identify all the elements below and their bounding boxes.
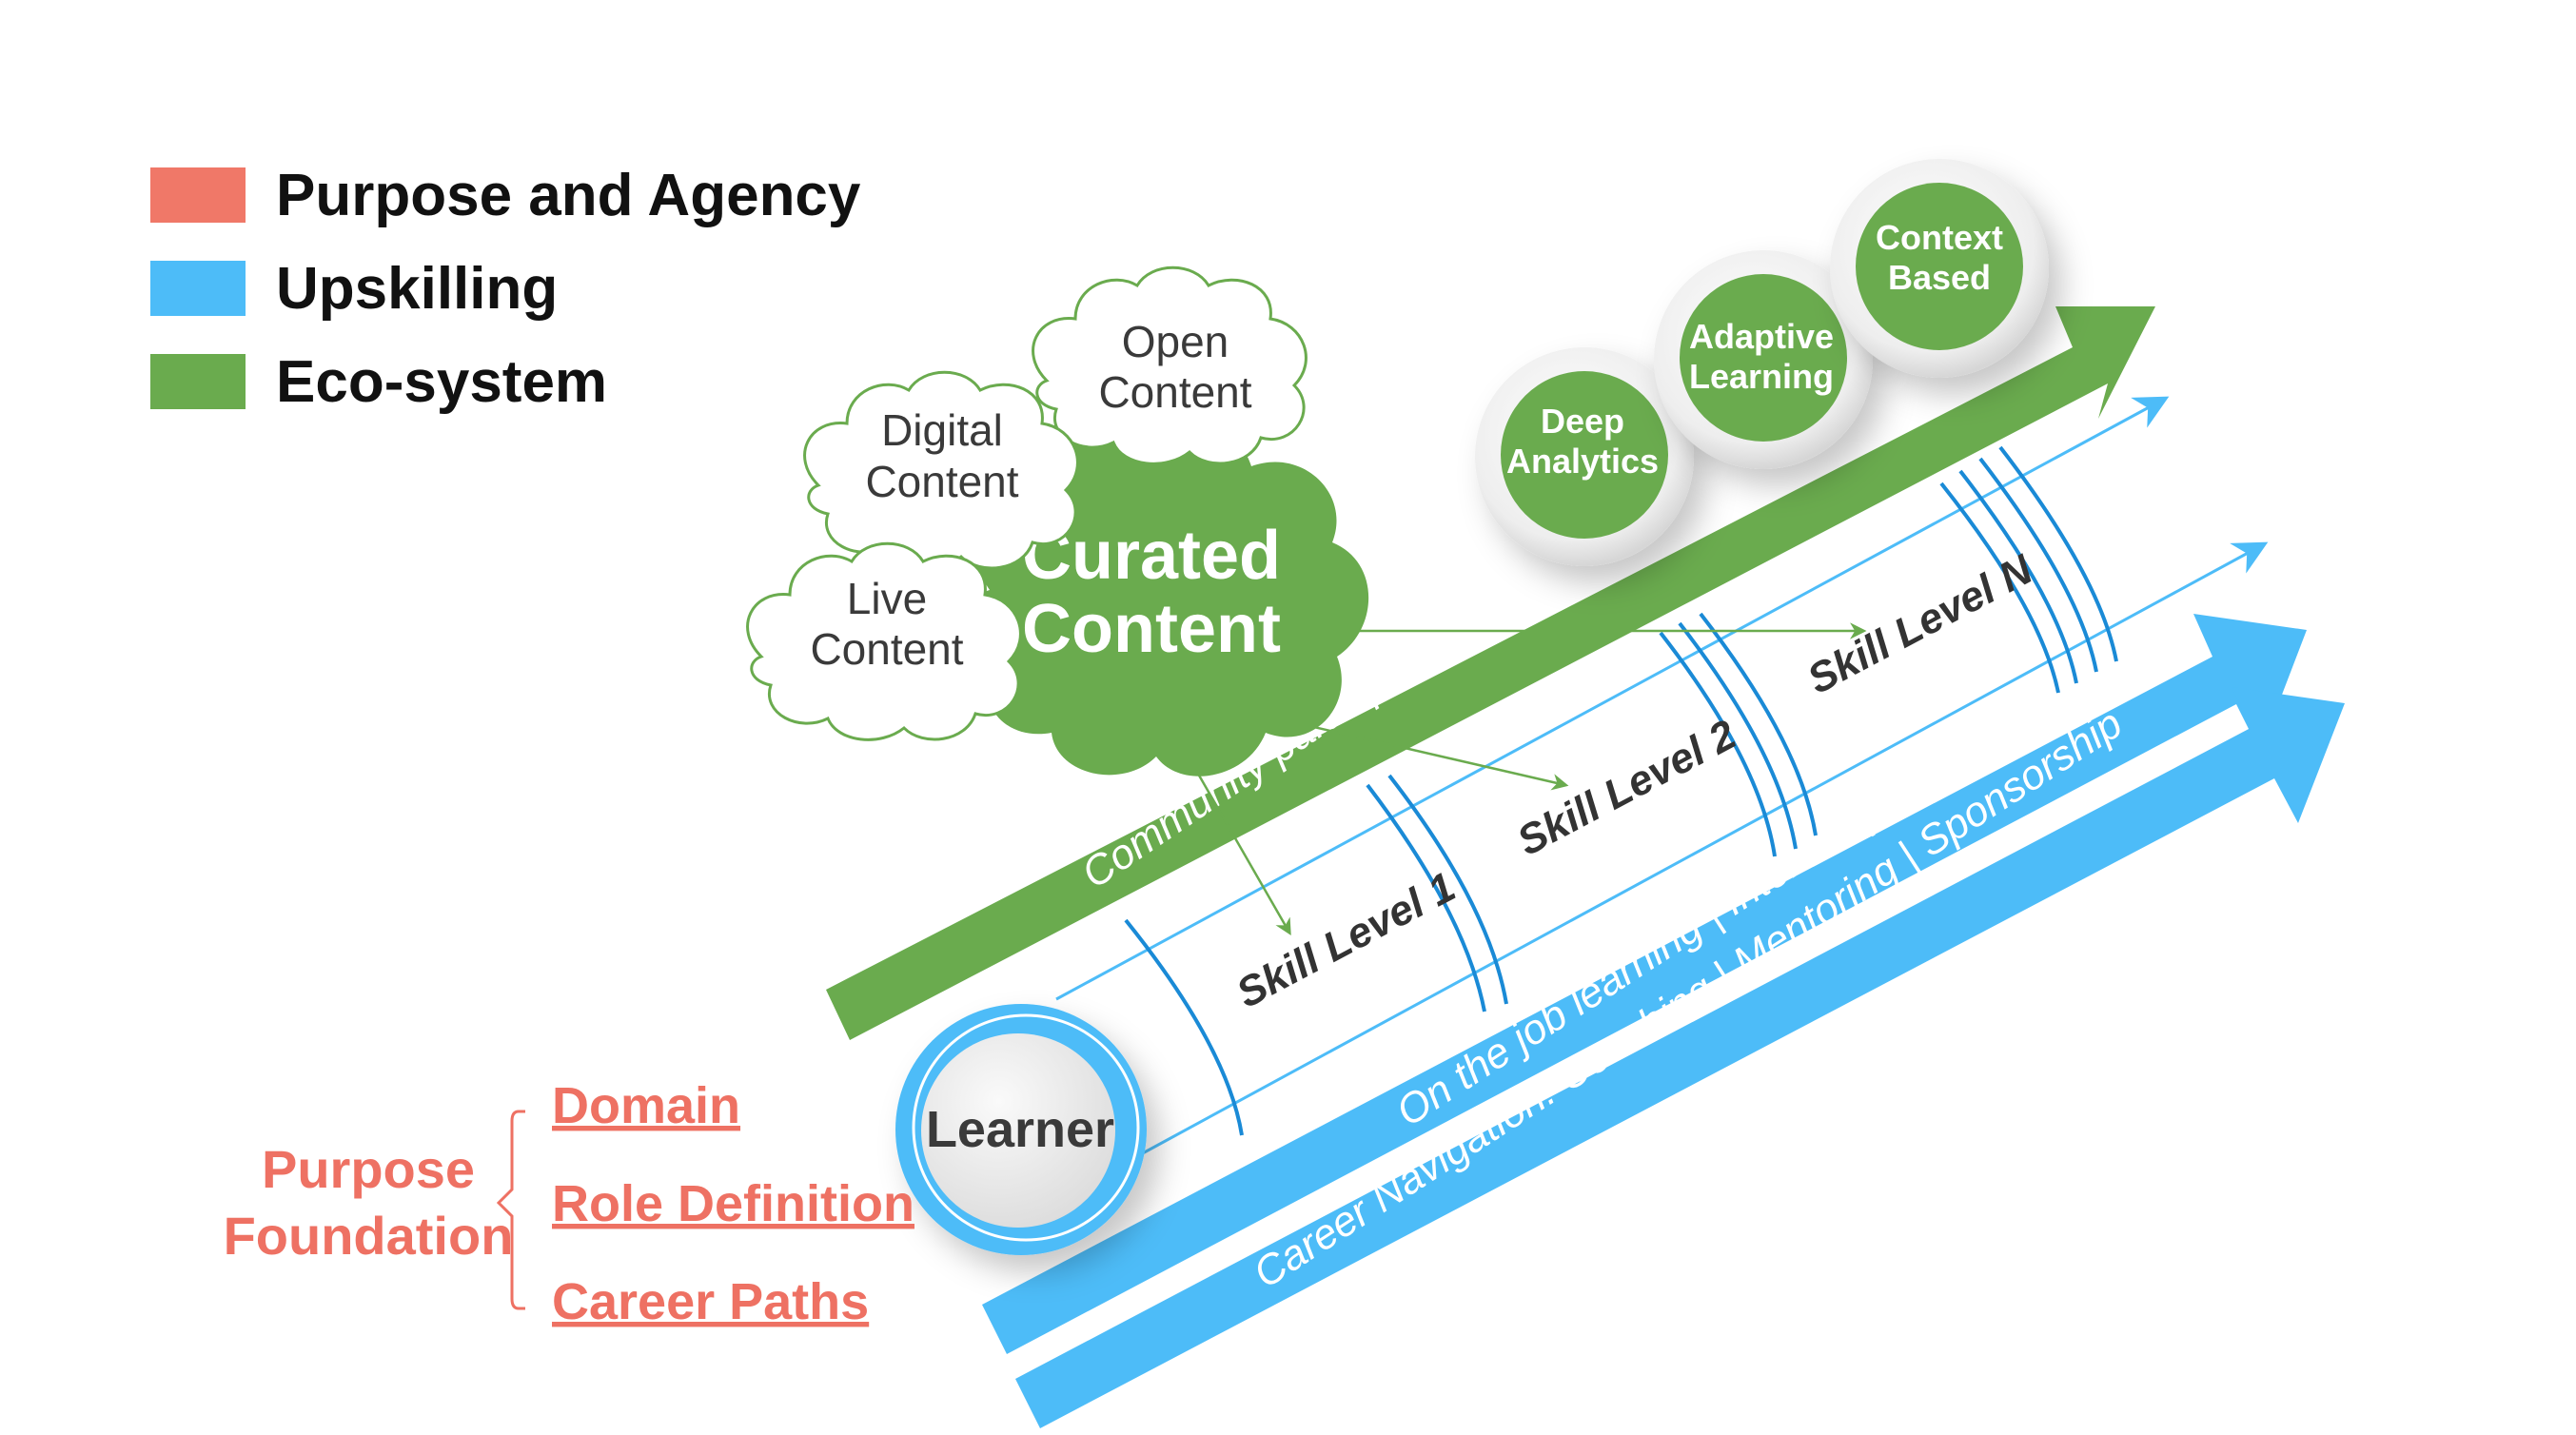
skill-arc-na [1939, 482, 2060, 694]
adaptive-learning-line2: Learning [1689, 357, 1834, 396]
career-navigation-arrow-shape [1015, 687, 2345, 1428]
skill-arc-nc [1978, 457, 2098, 673]
legend-item-ecosystem: Eco-system [150, 349, 607, 415]
skill-tube: Skill Level 1 Skill Level 2 Skill Level … [1055, 396, 2269, 1157]
legend-label-purpose: Purpose and Agency [276, 163, 861, 228]
digital-content-line2: Content [865, 457, 1018, 506]
context-based-line1: Context [1876, 218, 2003, 257]
live-cloud-shape [746, 541, 1022, 741]
community-arrow-shape [826, 306, 2155, 1040]
skill-arc-3c [1699, 612, 1818, 836]
skill-arc-nd [1998, 445, 2118, 662]
open-cloud-shape [1032, 265, 1308, 465]
skill-tube-top-line [1055, 396, 2170, 1001]
skill-arc-nb [1958, 469, 2078, 684]
skill-arc-1 [1124, 918, 1244, 1136]
learner-node: Learner [895, 1004, 1147, 1255]
learner-core [921, 1033, 1115, 1228]
career-paths-link[interactable]: Career Paths [552, 1273, 869, 1330]
digital-content-cloud: Digital Content [803, 370, 1079, 570]
skill-tube-bottom-line [1138, 541, 2269, 1157]
role-definition-link[interactable]: Role Definition [552, 1175, 914, 1232]
skill-arc-2b [1387, 774, 1508, 1005]
context-based-core [1856, 183, 2023, 350]
tech-circles: Deep Analytics Adaptive Learning Context… [1475, 159, 2049, 566]
legend-label-ecosystem: Eco-system [276, 349, 607, 415]
tech-circle-adaptive-learning: Adaptive Learning [1654, 250, 1873, 469]
purpose-foundation-title-line1: Purpose [262, 1139, 475, 1199]
digital-content-line1: Digital [881, 405, 1003, 455]
adaptive-learning-line1: Adaptive [1689, 317, 1834, 356]
legend-label-upskilling: Upskilling [276, 256, 558, 322]
tech-circle-deep-analytics: Deep Analytics [1475, 347, 1694, 566]
live-content-line1: Live [847, 574, 927, 623]
skill-arc-3a [1659, 631, 1777, 857]
learner-inner-highlight [912, 1013, 1140, 1242]
purpose-foundation-brace [496, 1110, 525, 1310]
legend-swatch-upskilling [150, 261, 246, 316]
open-content-line1: Open [1122, 317, 1229, 366]
context-based-line2: Based [1888, 258, 1991, 297]
legend-item-purpose: Purpose and Agency [150, 163, 861, 228]
content-clouds: Curated Content Open Content Digital Con… [746, 265, 1369, 776]
legend: Purpose and Agency Upskilling Eco-system [150, 163, 861, 415]
open-content-line2: Content [1098, 367, 1251, 417]
deep-analytics-line1: Deep [1541, 402, 1624, 441]
deep-analytics-core [1501, 371, 1668, 539]
domain-link[interactable]: Domain [552, 1077, 740, 1134]
live-content-line2: Content [810, 624, 963, 674]
on-the-job-arrow-shape [982, 614, 2307, 1354]
legend-swatch-purpose [150, 167, 246, 223]
purpose-foundation: Purpose Foundation Domain Role Definitio… [224, 1077, 914, 1330]
skill-arc-3b [1678, 621, 1798, 850]
legend-swatch-ecosystem [150, 354, 246, 409]
legend-item-upskilling: Upskilling [150, 256, 558, 322]
purpose-foundation-title-line2: Foundation [224, 1206, 514, 1266]
deep-analytics-line2: Analytics [1506, 442, 1659, 481]
adaptive-learning-core [1680, 274, 1847, 442]
curated-content-line2: Content [1022, 591, 1281, 667]
skill-arc-2a [1366, 783, 1486, 1012]
tech-circle-context-based: Context Based [1830, 159, 2049, 378]
live-content-cloud: Live Content [746, 541, 1022, 741]
open-content-cloud: Open Content [1032, 265, 1308, 465]
learner-label: Learner [926, 1101, 1114, 1158]
skill-tube-fill [1056, 425, 2227, 1155]
